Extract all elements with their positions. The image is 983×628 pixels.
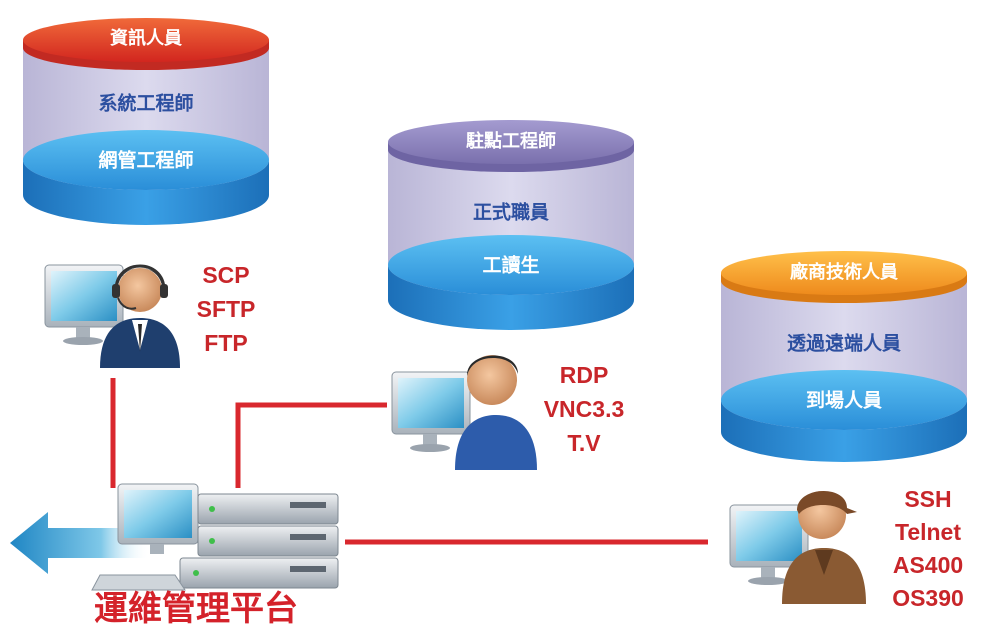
protocol-rdp: RDP bbox=[560, 362, 609, 388]
vendor-bottom: 到場人員 bbox=[806, 390, 882, 412]
protocol-tv: T.V bbox=[567, 430, 601, 456]
connector-onsite bbox=[235, 402, 387, 488]
outbound-arrow-icon bbox=[10, 512, 150, 574]
protocol-os390: OS390 bbox=[892, 585, 964, 611]
protocol-vnc: VNC3.3 bbox=[544, 396, 625, 422]
vendor-middle: 透過遠端人員 bbox=[787, 332, 901, 355]
it-staff-protocols: SCP SFTP FTP bbox=[197, 262, 256, 356]
platform-title: 運維管理平台 bbox=[94, 589, 298, 628]
protocol-ftp: FTP bbox=[204, 330, 247, 356]
protocol-scp: SCP bbox=[202, 262, 249, 288]
onsite-workstation-icon bbox=[391, 355, 537, 470]
it-staff-middle: 系統工程師 bbox=[98, 92, 193, 115]
protocol-ssh: SSH bbox=[904, 486, 951, 512]
onsite-bottom: 工讀生 bbox=[482, 254, 539, 277]
platform-server-icon bbox=[91, 483, 339, 591]
cylinder-onsite: 駐點工程師 正式職員 工讀生 bbox=[388, 120, 634, 330]
onsite-header: 駐點工程師 bbox=[466, 130, 556, 152]
vendor-protocols: SSH Telnet AS400 OS390 bbox=[892, 486, 964, 611]
onsite-middle: 正式職員 bbox=[473, 201, 549, 224]
vendor-header: 廠商技術人員 bbox=[790, 261, 898, 283]
it-staff-header: 資訊人員 bbox=[110, 27, 182, 49]
protocol-telnet: Telnet bbox=[895, 519, 961, 545]
onsite-protocols: RDP VNC3.3 T.V bbox=[544, 362, 625, 456]
vendor-workstation-icon bbox=[729, 490, 866, 604]
protocol-as400: AS400 bbox=[893, 552, 963, 578]
cylinder-vendor: 廠商技術人員 透過遠端人員 到場人員 bbox=[721, 251, 967, 462]
connector-lines bbox=[110, 378, 708, 545]
it-staff-bottom: 網管工程師 bbox=[98, 149, 193, 172]
protocol-sftp: SFTP bbox=[197, 296, 256, 322]
it-staff-workstation-icon bbox=[44, 264, 180, 368]
cylinder-it-staff: 資訊人員 系統工程師 網管工程師 bbox=[23, 18, 269, 225]
